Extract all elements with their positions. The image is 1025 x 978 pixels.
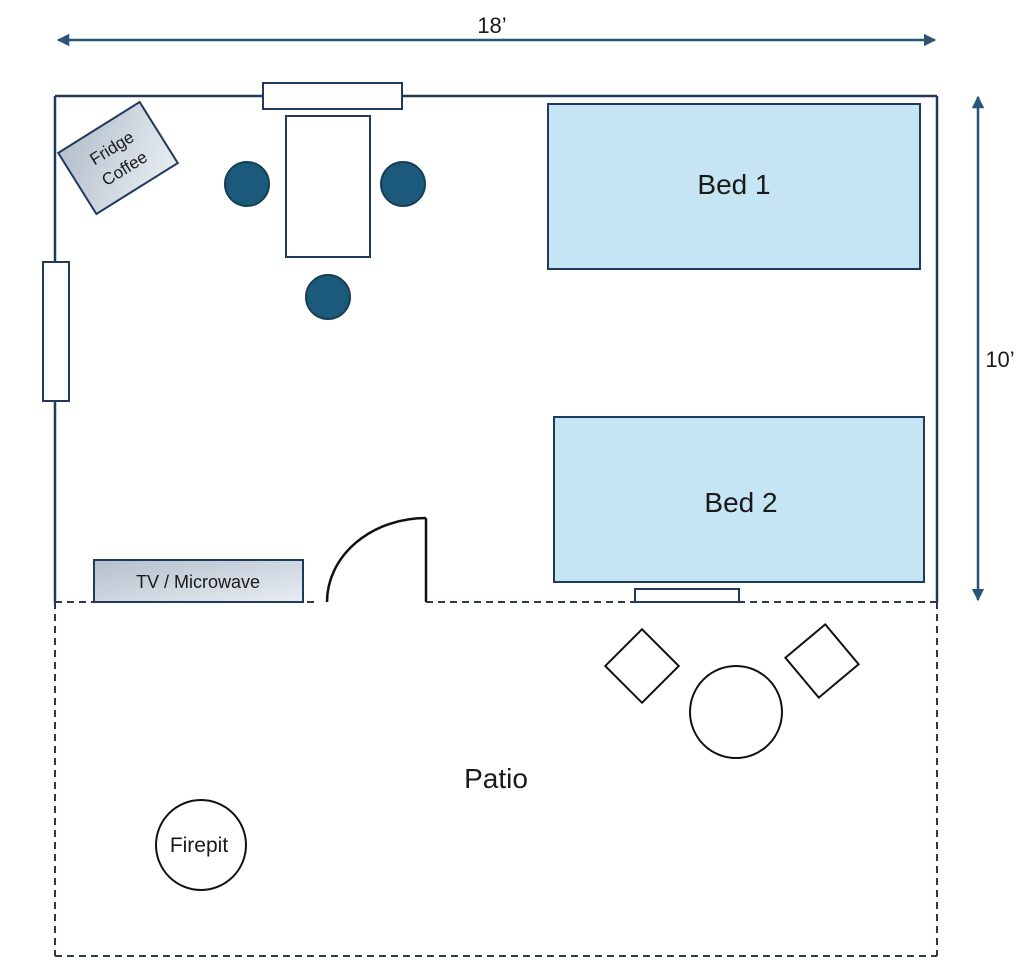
- tv-microwave-unit: [93, 559, 304, 603]
- depth-dimension-label: 10’: [985, 347, 1014, 372]
- width-dimension-label: 18’: [477, 13, 506, 38]
- patio-chair-right: [783, 622, 861, 700]
- bed-2-label: Bed 2: [704, 487, 777, 518]
- chair-left: [224, 161, 270, 207]
- chair-right: [380, 161, 426, 207]
- patio-chair-left: [603, 627, 681, 705]
- patio-label: Patio: [464, 763, 528, 794]
- window-top: [262, 82, 403, 110]
- firepit: [155, 799, 247, 891]
- bed-1: [547, 103, 921, 270]
- patio-table: [689, 665, 783, 759]
- bed-2: [553, 416, 925, 583]
- dining-table: [285, 115, 371, 258]
- firepit-label: Firepit: [170, 834, 229, 857]
- window-bottom: [634, 588, 740, 603]
- fridge-coffee-unit: Fridge Coffee: [56, 100, 180, 216]
- tv-microwave-label: TV / Microwave: [136, 572, 260, 592]
- window-left: [42, 261, 70, 402]
- chair-bottom: [305, 274, 351, 320]
- bed-1-label: Bed 1: [697, 169, 770, 200]
- door-swing-arc: [325, 516, 427, 603]
